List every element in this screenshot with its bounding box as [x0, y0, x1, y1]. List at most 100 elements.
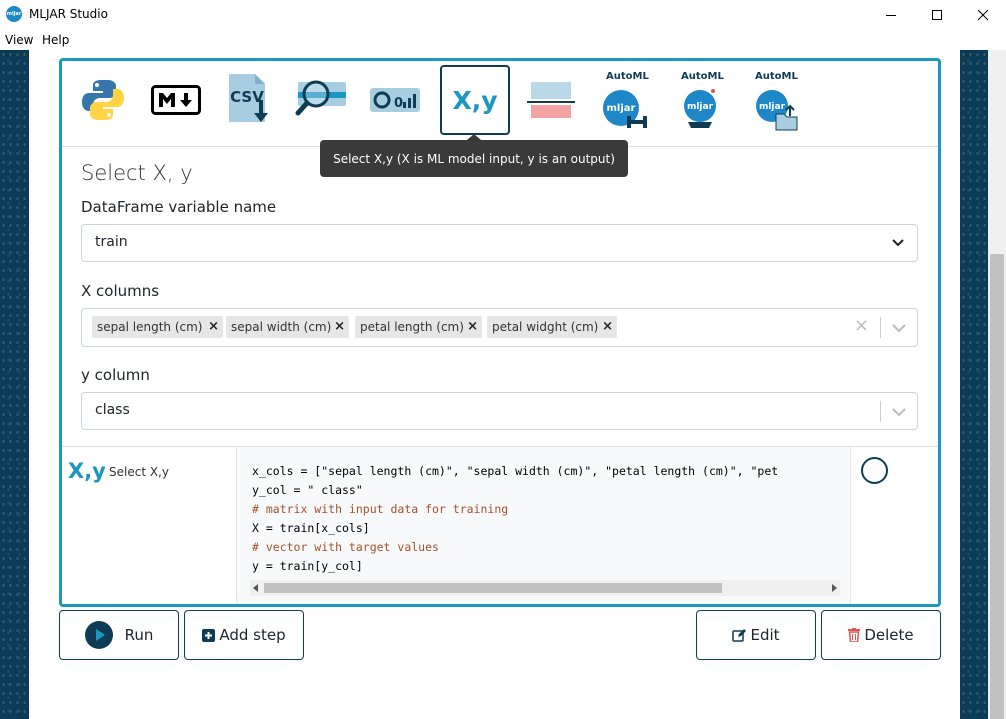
- markdown-tool[interactable]: [142, 66, 210, 134]
- csv-label: CSV: [230, 88, 264, 106]
- add-step-label: Add step: [219, 626, 286, 644]
- vertical-scrollbar-thumb[interactable]: [990, 254, 1004, 719]
- y-column-value: class: [95, 402, 130, 418]
- automl-logo-text-3: mljar: [759, 102, 786, 112]
- edit-button[interactable]: Edit: [696, 610, 816, 660]
- statistics-tool[interactable]: 0: [361, 66, 429, 134]
- automl-label-1: AutoML: [606, 71, 649, 82]
- automl-predict-icon: mljar: [684, 89, 716, 128]
- maximize-icon: [932, 10, 942, 20]
- code-cell: X,y Select X,y x_cols = ["sepal length (…: [62, 446, 938, 604]
- delete-label: Delete: [864, 626, 914, 644]
- run-button[interactable]: Run: [59, 610, 179, 660]
- app-logo: mljar: [6, 6, 22, 22]
- chip-label: sepal width (cm): [231, 320, 332, 334]
- vertical-scrollbar[interactable]: [988, 50, 1006, 719]
- select-divider: [880, 317, 881, 338]
- clear-all-icon[interactable]: ×: [853, 315, 869, 336]
- csv-file-icon: CSV: [229, 74, 268, 122]
- chip-label: petal length (cm): [360, 320, 464, 334]
- play-icon: [84, 621, 113, 649]
- cell-header: X,y Select X,y: [62, 447, 236, 604]
- chart-stats-icon: 0: [370, 88, 420, 112]
- train-test-split-tool[interactable]: [517, 66, 585, 134]
- form-title: Select X, y: [81, 161, 193, 185]
- scroll-right-icon[interactable]: [831, 584, 837, 592]
- delete-button[interactable]: Delete: [821, 610, 941, 660]
- app-title: MLJAR Studio: [29, 7, 108, 21]
- y-column-label: y column: [81, 366, 150, 384]
- automl-load-tool[interactable]: mljar: [741, 73, 809, 141]
- code-line: x_cols = ["sepal length (cm)", "sepal wi…: [252, 464, 779, 478]
- xy-icon: X,y: [68, 459, 106, 483]
- read-csv-tool[interactable]: CSV: [215, 66, 283, 134]
- markdown-icon: [151, 85, 201, 115]
- x-columns-multiselect[interactable]: sepal length (cm) × sepal width (cm) × p…: [81, 308, 918, 347]
- minimize-button[interactable]: [868, 0, 914, 30]
- python-tool[interactable]: [69, 66, 137, 134]
- left-background: [0, 50, 29, 719]
- code-line: y_col = " class": [252, 483, 363, 497]
- close-icon: [977, 9, 989, 21]
- menu-help[interactable]: Help: [42, 33, 70, 47]
- cell-status-indicator: [861, 457, 888, 484]
- right-background: [960, 50, 988, 719]
- y-column-select[interactable]: class: [81, 392, 918, 430]
- chevron-down-icon[interactable]: [892, 408, 906, 417]
- svg-text:0: 0: [394, 96, 403, 111]
- chip-label: sepal length (cm): [97, 320, 203, 334]
- trash-icon: [848, 628, 861, 642]
- select-xy-tool[interactable]: X,y: [440, 65, 510, 135]
- horizontal-scrollbar[interactable]: [250, 580, 840, 596]
- horizontal-scrollbar-thumb[interactable]: [264, 583, 722, 593]
- x-column-chip: petal widght (cm) ×: [487, 316, 617, 338]
- dataframe-select[interactable]: train: [81, 224, 918, 262]
- maximize-button[interactable]: [914, 0, 960, 30]
- menu-bar: View Help: [0, 30, 1006, 50]
- automl-train-tool[interactable]: mljar: [590, 73, 658, 141]
- x-column-chip: sepal width (cm) ×: [226, 316, 349, 338]
- xy-icon: X,y: [452, 85, 498, 115]
- automl-label-3: AutoML: [755, 71, 798, 82]
- magnifier-icon: [295, 80, 346, 116]
- cell-title: Select X,y: [109, 465, 169, 479]
- edit-label: Edit: [750, 626, 780, 644]
- automl-logo-text-1: mljar: [607, 103, 636, 114]
- automl-train-icon: mljar: [603, 90, 647, 128]
- chip-remove-icon[interactable]: ×: [208, 319, 219, 334]
- code-editor[interactable]: x_cols = ["sepal length (cm)", "sepal wi…: [236, 447, 851, 604]
- automl-folder-icon: mljar: [756, 90, 798, 131]
- edit-icon: [732, 628, 747, 642]
- chip-remove-icon[interactable]: ×: [334, 319, 345, 334]
- tooltip: Select X,y (X is ML model input, y is an…: [320, 134, 628, 177]
- select-divider: [880, 401, 881, 422]
- x-column-chip: sepal length (cm) ×: [92, 316, 223, 338]
- automl-predict-tool[interactable]: mljar: [666, 73, 734, 141]
- run-label: Run: [124, 626, 154, 644]
- x-column-chip: petal length (cm) ×: [355, 316, 482, 338]
- code-line: X = train[x_cols]: [252, 521, 370, 535]
- split-icon: [527, 82, 575, 118]
- plus-square-icon: [202, 628, 216, 642]
- dataframe-label: DataFrame variable name: [81, 198, 277, 216]
- add-step-button[interactable]: Add step: [184, 610, 304, 660]
- chevron-down-icon: [892, 239, 904, 247]
- title-bar: mljar MLJAR Studio: [0, 0, 1006, 30]
- chip-label: petal widght (cm): [492, 320, 599, 334]
- automl-label-2: AutoML: [681, 71, 724, 82]
- minimize-icon: [886, 15, 896, 16]
- close-window-button[interactable]: [960, 0, 1006, 30]
- python-icon: [82, 80, 124, 120]
- step-card: CSV 0: [59, 58, 941, 607]
- code-comment: # vector with target values: [252, 540, 439, 554]
- code-comment: # matrix with input data for training: [252, 502, 509, 516]
- automl-logo-text-2: mljar: [687, 102, 714, 112]
- preview-data-tool[interactable]: [288, 66, 356, 134]
- recipe-toolbar: CSV 0: [62, 61, 938, 147]
- scroll-left-icon[interactable]: [253, 584, 259, 592]
- dataframe-value: train: [95, 234, 128, 250]
- chip-remove-icon[interactable]: ×: [602, 319, 613, 334]
- chip-remove-icon[interactable]: ×: [467, 319, 478, 334]
- chevron-down-icon[interactable]: [892, 324, 906, 333]
- menu-view[interactable]: View: [5, 33, 34, 47]
